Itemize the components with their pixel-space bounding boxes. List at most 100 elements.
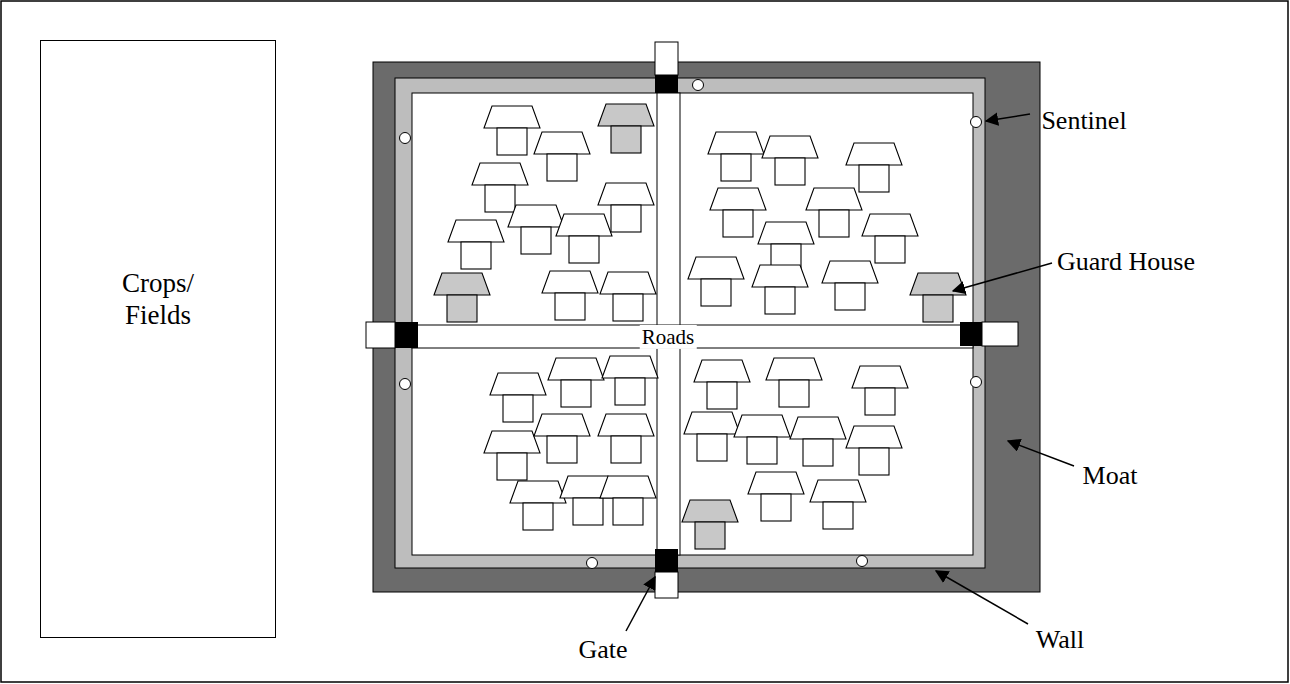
- house-icon: [694, 360, 750, 409]
- house-icon: [448, 220, 504, 269]
- leader-arrow: [986, 114, 1030, 121]
- sentinel-post: [971, 117, 982, 128]
- label-holder: Guard House: [1057, 247, 1195, 277]
- house-icon: [688, 257, 744, 306]
- house-roof: [510, 481, 566, 503]
- house-body: [819, 210, 849, 237]
- house-icon: [762, 136, 818, 185]
- house-body: [461, 242, 491, 269]
- road: [412, 325, 973, 348]
- house-icon: [852, 366, 908, 415]
- house-icon: [510, 481, 566, 530]
- house-body: [761, 494, 791, 521]
- sentinel-post: [400, 133, 411, 144]
- callout-label: Gate: [578, 635, 627, 664]
- house-body: [823, 502, 853, 529]
- house-body: [775, 158, 805, 185]
- house-roof: [758, 222, 814, 244]
- house-body: [723, 210, 753, 237]
- road-label: Roads: [640, 325, 697, 349]
- house-body: [707, 382, 737, 409]
- callout-label: Sentinel: [1041, 106, 1126, 135]
- house-body: [765, 287, 795, 314]
- field-label: Crops/ Fields: [103, 267, 213, 332]
- guard-house-icon: [434, 273, 490, 322]
- house-roof: [548, 358, 604, 380]
- house-body: [447, 295, 477, 322]
- label-holder: Roads: [640, 325, 697, 349]
- label-holder: Moat: [1083, 461, 1138, 491]
- sentinel-post: [587, 558, 598, 569]
- houses: [434, 104, 966, 549]
- house-icon: [810, 480, 866, 529]
- house-icon: [542, 271, 598, 320]
- house-roof: [602, 356, 658, 378]
- house-body: [859, 165, 889, 192]
- house-roof: [862, 214, 918, 236]
- house-body: [779, 380, 809, 407]
- house-body: [865, 388, 895, 415]
- gate-bridge: [655, 42, 678, 75]
- house-body: [547, 436, 577, 463]
- house-icon: [806, 188, 862, 237]
- house-body: [569, 236, 599, 263]
- house-roof: [534, 132, 590, 154]
- guard-house-icon: [682, 500, 738, 549]
- house-body: [803, 439, 833, 466]
- house-icon: [862, 214, 918, 263]
- house-roof: [762, 136, 818, 158]
- house-roof: [752, 265, 808, 287]
- guard-house-icon: [598, 104, 654, 153]
- leader-arrow: [936, 571, 1028, 624]
- house-body: [611, 126, 641, 153]
- house-roof: [684, 412, 740, 434]
- house-icon: [846, 426, 902, 475]
- house-roof: [846, 426, 902, 448]
- house-icon: [598, 414, 654, 463]
- house-body: [923, 295, 953, 322]
- house-icon: [748, 472, 804, 521]
- town-ground: [412, 93, 973, 555]
- house-roof: [806, 188, 862, 210]
- house-roof: [472, 163, 528, 185]
- house-roof: [694, 360, 750, 382]
- house-roof: [734, 415, 790, 437]
- house-icon: [758, 222, 814, 271]
- house-icon: [534, 414, 590, 463]
- house-body: [615, 378, 645, 405]
- wall: [395, 78, 985, 568]
- house-roof: [508, 205, 564, 227]
- house-body: [497, 453, 527, 480]
- house-body: [573, 498, 603, 525]
- gate: [655, 75, 678, 93]
- house-icon: [600, 476, 656, 525]
- sentinels: [400, 80, 982, 569]
- house-roof: [708, 132, 764, 154]
- gate-bridge: [982, 322, 1018, 346]
- house-body: [613, 498, 643, 525]
- gate-bridge: [366, 322, 395, 348]
- house-icon: [734, 415, 790, 464]
- house-roof: [556, 214, 612, 236]
- sentinel-post: [857, 556, 868, 567]
- house-roof: [534, 414, 590, 436]
- house-icon: [602, 356, 658, 405]
- house-body: [695, 522, 725, 549]
- house-body: [547, 154, 577, 181]
- callout-label: Moat: [1083, 461, 1138, 490]
- house-roof: [688, 257, 744, 279]
- leader-arrow: [626, 577, 655, 631]
- house-roof: [542, 271, 598, 293]
- house-roof: [598, 183, 654, 205]
- leader-arrow: [953, 263, 1052, 291]
- house-icon: [846, 143, 902, 192]
- house-icon: [484, 106, 540, 155]
- house-icon: [708, 132, 764, 181]
- house-icon: [548, 358, 604, 407]
- house-roof: [434, 273, 490, 295]
- house-roof: [484, 106, 540, 128]
- house-body: [521, 227, 551, 254]
- house-body: [611, 436, 641, 463]
